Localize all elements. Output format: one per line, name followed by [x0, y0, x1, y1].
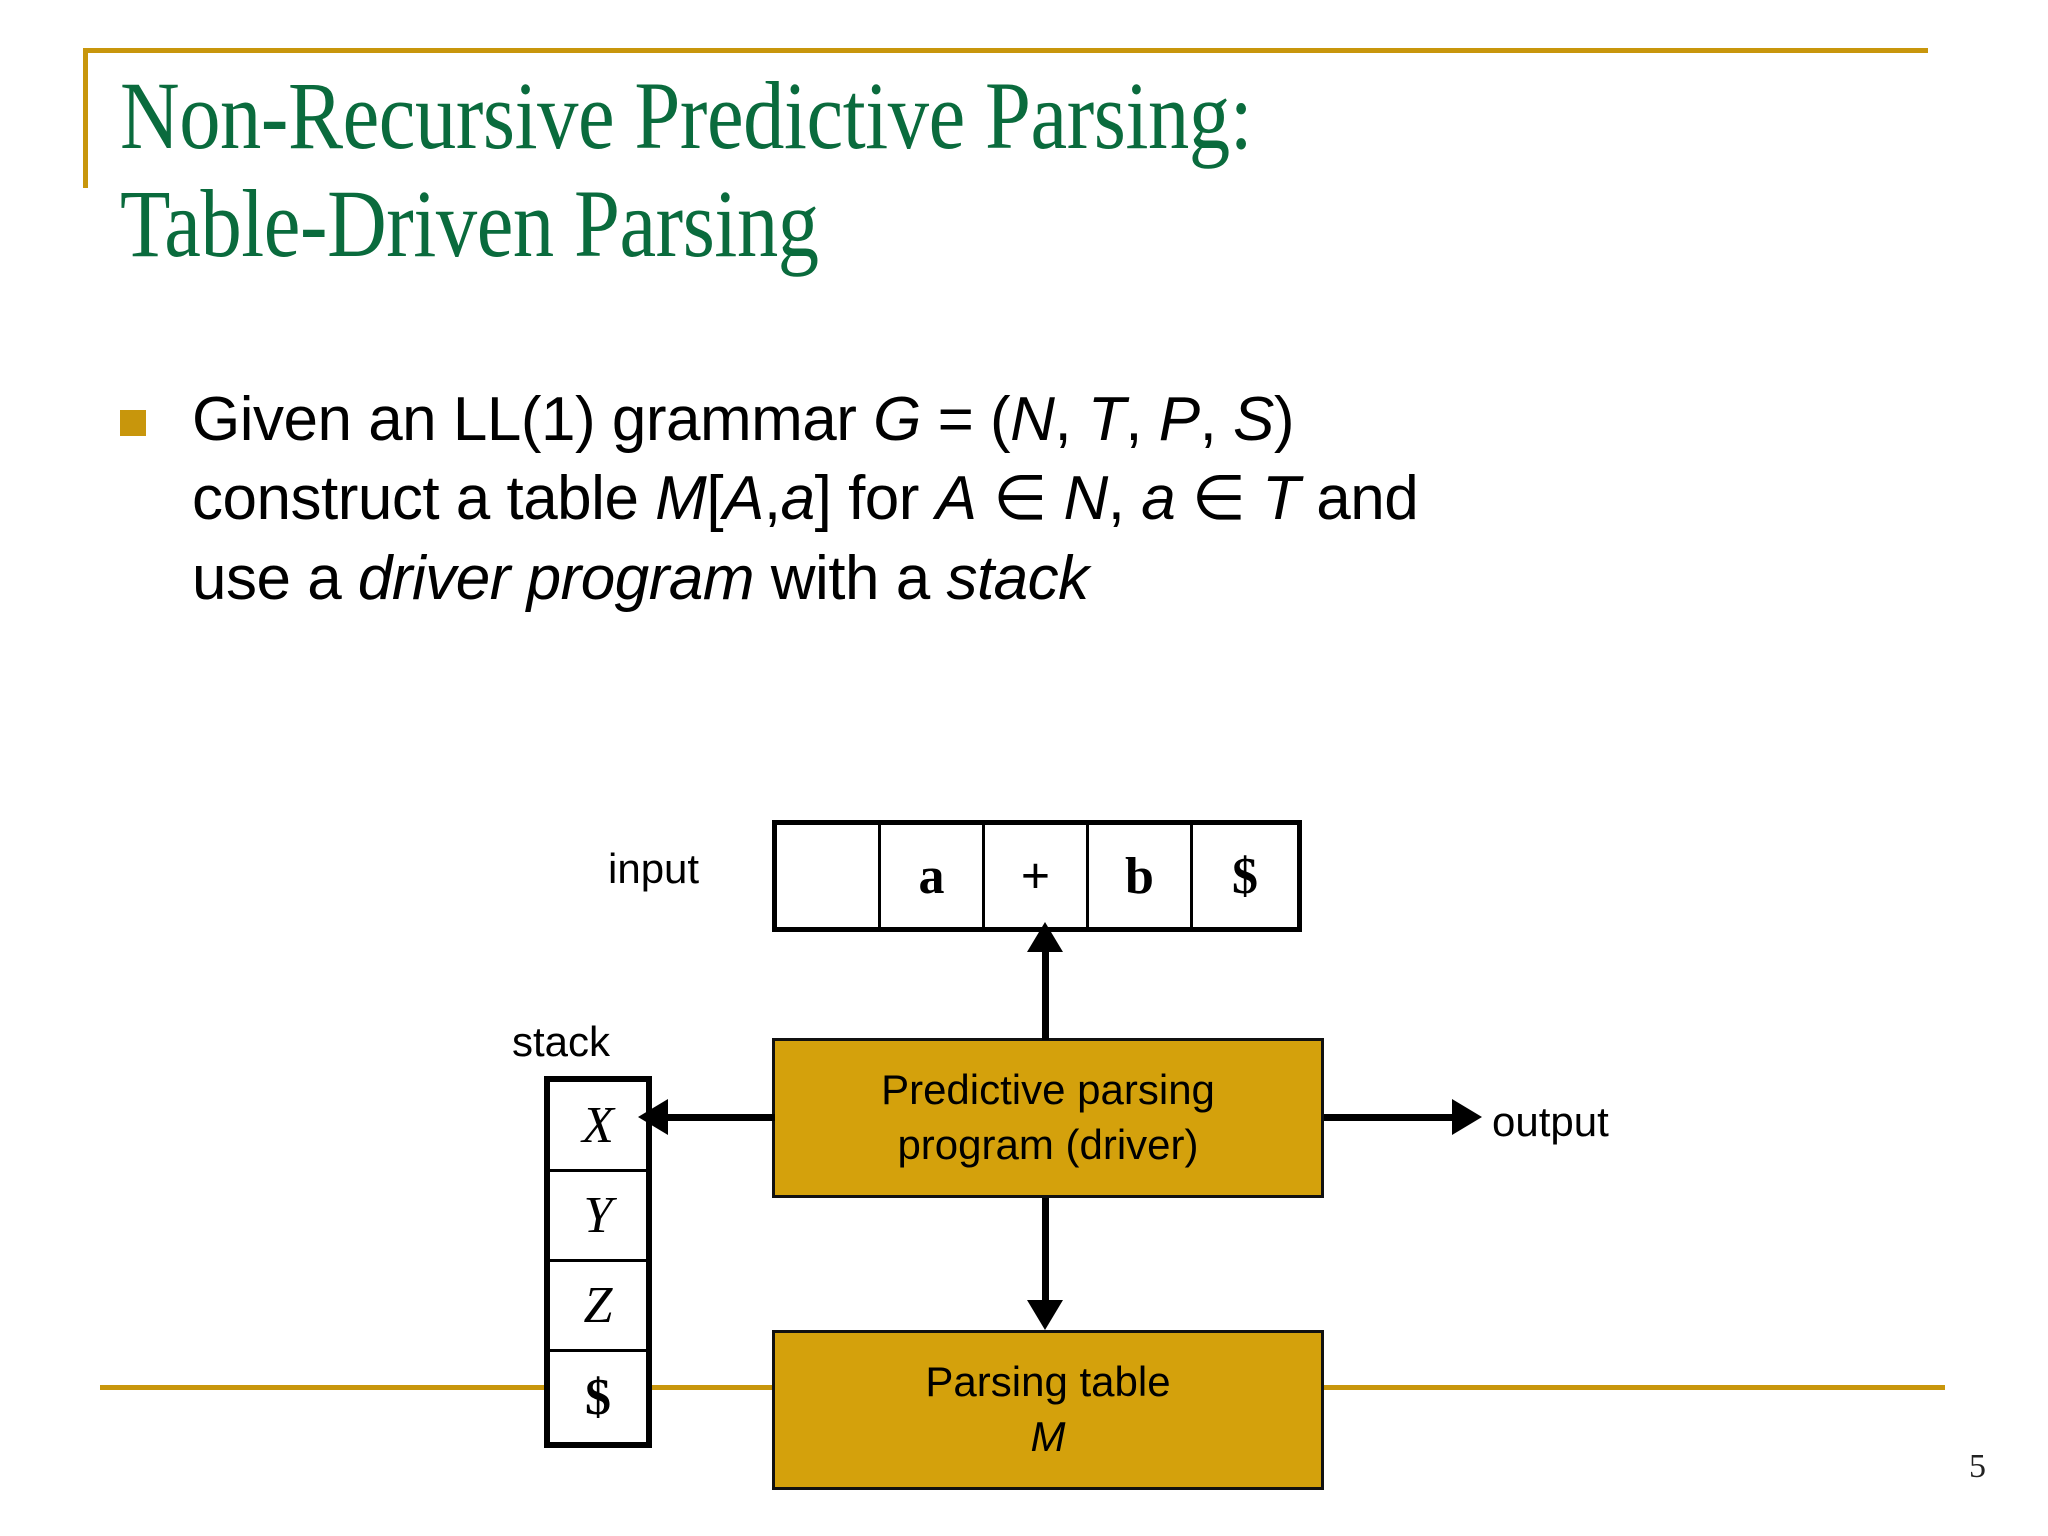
body-line2-a: a [780, 464, 815, 534]
stack-label: stack [512, 1018, 611, 1065]
input-tape-cell: b [1089, 825, 1193, 927]
body-line3-part1: use a [192, 543, 358, 613]
body-line2-part5: ∈ [976, 464, 1064, 534]
body-line1-part6: ) [1273, 385, 1295, 454]
body-line1-part2: = ( [920, 385, 1011, 454]
page-number: 5 [1969, 1448, 1986, 1485]
arrow-left-icon [638, 1099, 668, 1135]
connector-driver-to-output [1324, 1114, 1454, 1121]
body-line2-part6: , [1107, 464, 1142, 534]
body-line3-stack: stack [946, 543, 1089, 613]
input-tape-cell: a [881, 825, 985, 927]
bullet-list-item: Given an LL(1) grammar G = (N, T, P, S) … [120, 380, 1980, 618]
body-line2-N: N [1063, 464, 1108, 534]
body-line2-A2: A [935, 464, 977, 534]
body-line1-N: N [1010, 385, 1055, 454]
body-line1-T: T [1087, 385, 1126, 454]
body-line2-part2: [ [706, 464, 724, 534]
connector-driver-to-stack [660, 1114, 775, 1121]
body-line1-part4: , [1125, 385, 1159, 454]
output-label: output [1492, 1098, 1609, 1145]
body-line3-part2: with a [754, 543, 947, 613]
body-line2-T: T [1262, 464, 1300, 534]
input-tape: a + b $ [772, 820, 1302, 932]
arrow-up-icon [1027, 922, 1063, 952]
connector-driver-to-table [1042, 1198, 1049, 1302]
body-line2-part1: construct a table [192, 464, 656, 534]
arrow-down-icon [1027, 1300, 1063, 1330]
input-tape-cell [777, 825, 881, 927]
driver-box-line1: Predictive parsing [881, 1066, 1215, 1114]
stack-cell: Y [550, 1172, 646, 1262]
body-line1-part1: Given an LL(1) grammar [192, 385, 874, 454]
parser-stack: X Y Z $ [544, 1076, 652, 1448]
body-line2-part8: and [1299, 464, 1419, 534]
stack-cell: $ [585, 1368, 611, 1426]
input-label: input [608, 845, 700, 892]
body-line2-A: A [723, 464, 764, 534]
driver-box-line2: program (driver) [897, 1121, 1199, 1168]
stack-cell: X [550, 1082, 646, 1172]
body-line1-S: S [1233, 385, 1274, 454]
predictive-parsing-program-box: Predictive parsing program (driver) [772, 1038, 1324, 1198]
header-rule-left [83, 48, 88, 188]
body-line2-M: M [655, 464, 707, 534]
header-rule-top [83, 48, 1928, 53]
body-line1-part3: , [1054, 385, 1088, 454]
parsing-table-box: Parsing table M [772, 1330, 1324, 1490]
body-line1-part5: , [1199, 385, 1234, 454]
body-line2-part4: ] for [814, 464, 936, 534]
input-tape-cell: + [985, 825, 1089, 927]
slide-title: Non-Recursive Predictive Parsing: Table-… [120, 62, 1253, 277]
stack-cell: Z [550, 1262, 646, 1352]
body-line2-part7: ∈ [1175, 464, 1263, 534]
body-line1-G: G [873, 385, 921, 454]
arrow-right-icon [1452, 1099, 1482, 1135]
bullet-text: Given an LL(1) grammar G = (N, T, P, S) … [192, 380, 1419, 618]
body-line2-part3: , [763, 464, 781, 534]
table-box-line2: M [1030, 1413, 1066, 1460]
input-tape-cell: $ [1232, 847, 1258, 905]
body-line2-a3: a [1141, 464, 1176, 534]
connector-driver-to-input [1042, 950, 1049, 1040]
square-bullet-icon [120, 410, 146, 436]
body-line1-P: P [1158, 385, 1200, 454]
body-line3-driver-program: driver program [357, 543, 755, 613]
table-box-line1: Parsing table [925, 1358, 1171, 1406]
